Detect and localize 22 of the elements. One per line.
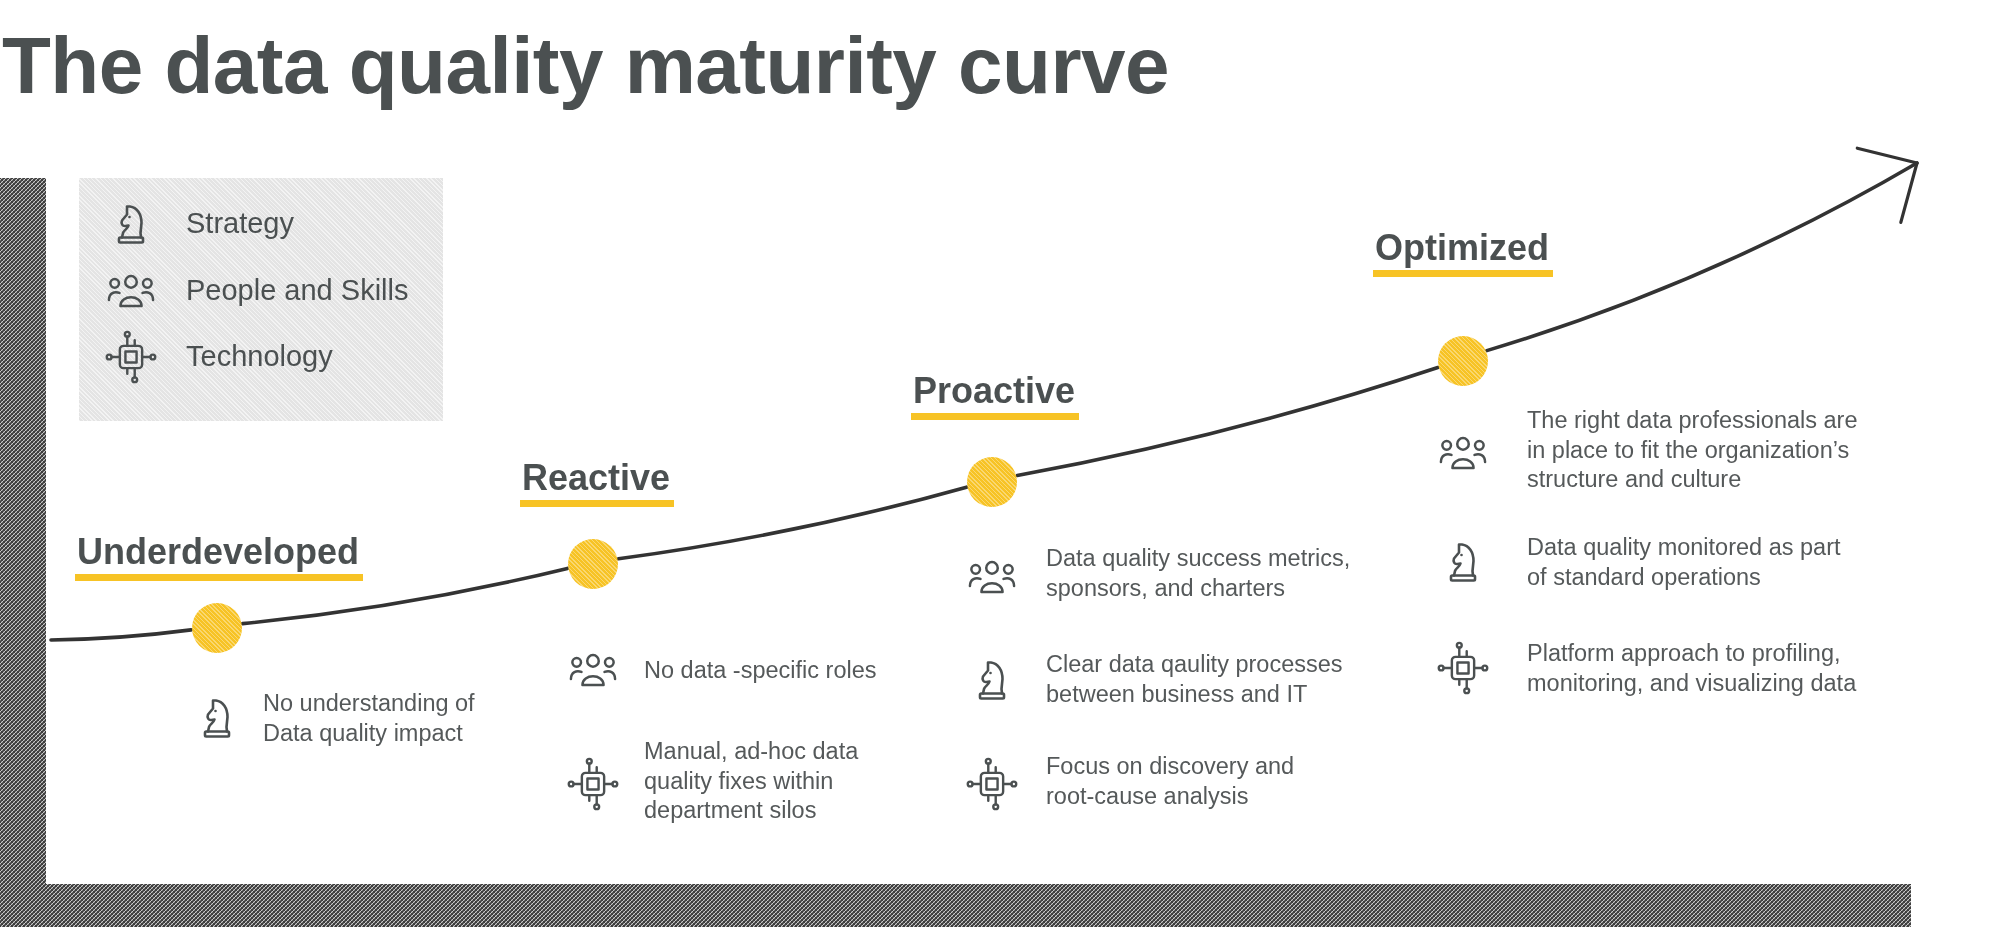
curve-line — [49, 628, 193, 642]
stage-description: Data quality success metrics, sponsors, and charters — [1046, 544, 1352, 603]
diagram-title: The data quality maturity curve — [2, 22, 1170, 110]
curve-arrow — [1485, 146, 1919, 353]
stage-dot — [568, 539, 618, 589]
legend-label: Strategy — [186, 206, 294, 240]
curve-line — [616, 485, 969, 561]
stage-description: Data quality monitored as part of standard operations — [1527, 533, 1842, 592]
stage-description: Focus on discovery and root-cause analysis — [1046, 752, 1296, 811]
stage-description: No understanding of Data quality impact — [263, 689, 476, 748]
stage-description: Clear data qaulity processes between business and IT — [1046, 650, 1344, 709]
legend-label: Technology — [186, 339, 333, 373]
stage-description: Manual, ad-hoc data quality fixes within department silos — [644, 737, 860, 825]
stage-description: Platform approach to profiling, monitoring, and visualizing data — [1527, 639, 1858, 698]
stage-dot — [1438, 336, 1488, 386]
stage-dot — [192, 603, 242, 653]
stage-description: The right data professionals are in place to fit the organization’s structure and culture — [1527, 406, 1859, 494]
stage-dot — [967, 457, 1017, 507]
curve-line — [1015, 365, 1440, 478]
stage-description: No data -specific roles — [644, 656, 878, 685]
legend-label: People and Skills — [186, 273, 409, 307]
curve-line — [240, 566, 570, 626]
